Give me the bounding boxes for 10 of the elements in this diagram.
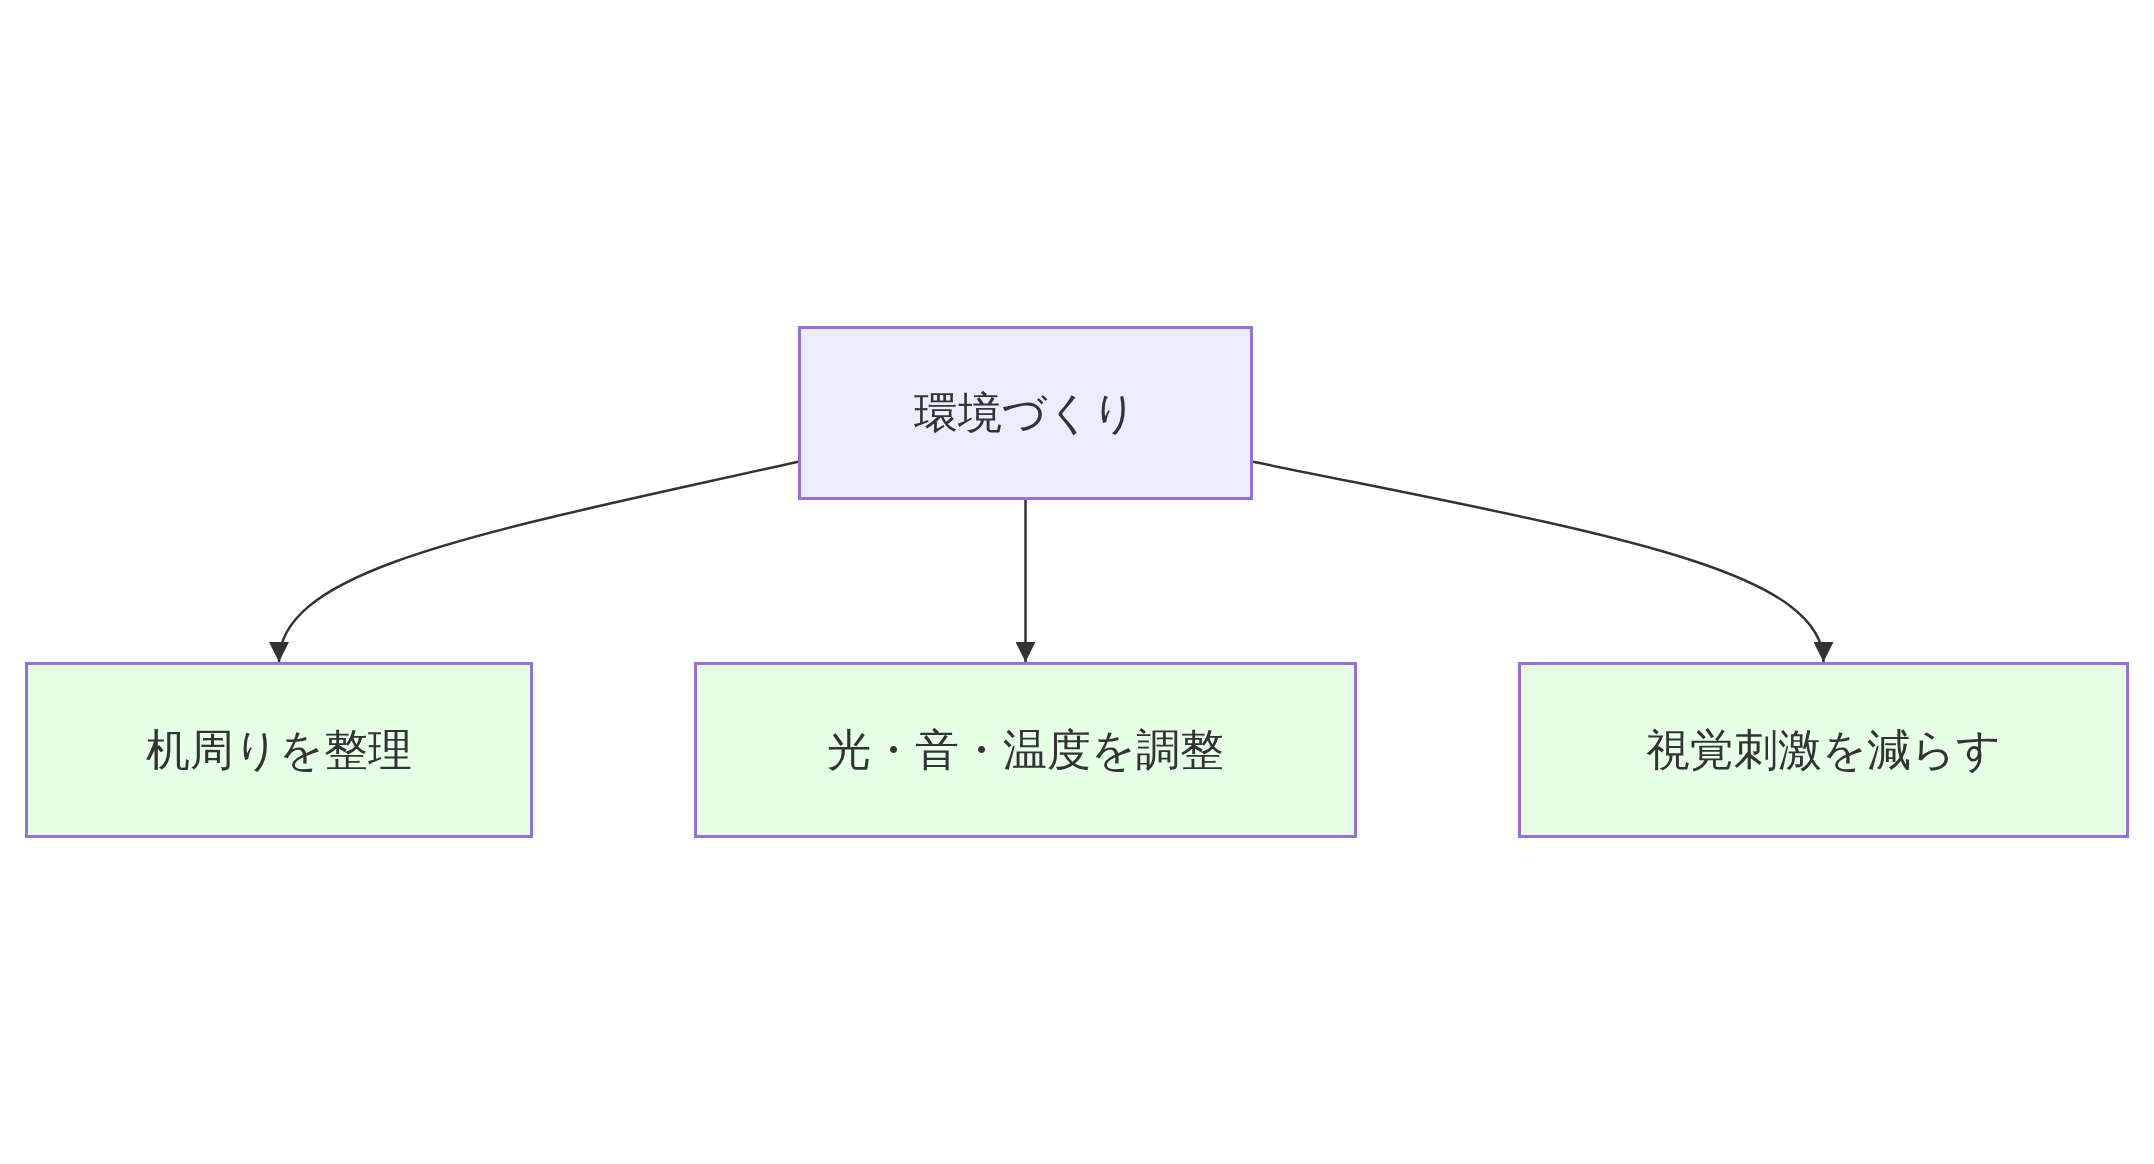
process-box (1518, 662, 2129, 838)
process-box (798, 326, 1253, 500)
node-label: 視覚刺激を減らす (1646, 722, 2001, 777)
process-box (25, 662, 533, 838)
arrow (1015, 500, 1036, 662)
node-label: 光・音・温度を調整 (827, 722, 1224, 777)
process-box (694, 662, 1357, 838)
arrow (272, 460, 799, 663)
node-label: 環境づくり (914, 385, 1137, 440)
node-label: 机周りを整理 (146, 722, 412, 777)
